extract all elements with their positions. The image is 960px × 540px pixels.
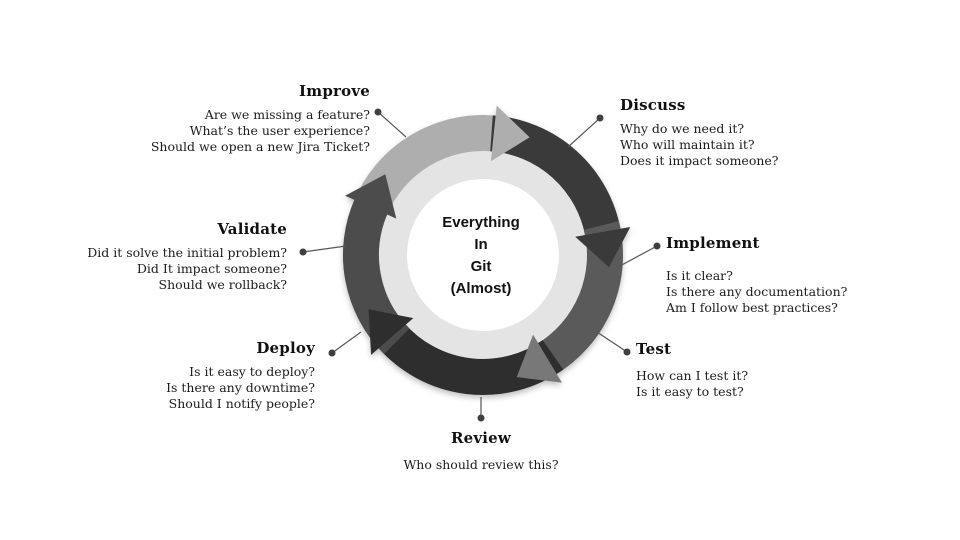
node-implement-title: Implement — [666, 234, 760, 252]
connector-dot-test — [623, 348, 631, 356]
connector-dot-validate — [299, 248, 307, 256]
review-arrow — [368, 309, 414, 355]
connector-discuss — [567, 117, 601, 148]
connector-dot-discuss — [596, 114, 604, 122]
node-deploy-question: Is it easy to deploy? — [189, 364, 315, 379]
node-deploy-question: Is there any downtime? — [166, 380, 315, 395]
improve-arrow — [490, 105, 530, 162]
node-deploy: Deploy Is it easy to deploy? Is there an… — [75, 339, 315, 412]
validate-arrow — [345, 174, 397, 219]
connectors — [299, 108, 661, 422]
connector-dot-review — [477, 414, 485, 422]
connector-improve — [377, 111, 407, 138]
node-improve-question: Should we open a new Jira Ticket? — [150, 139, 370, 154]
connector-implement — [617, 245, 658, 268]
connector-deploy — [331, 331, 362, 354]
center-title-line: Git — [470, 258, 492, 275]
discuss-arrow — [575, 227, 631, 268]
node-improve-question: What’s the user experience? — [189, 123, 370, 138]
cycle-ring — [343, 105, 631, 395]
node-test: Test How can I test it? Is it easy to te… — [636, 340, 856, 400]
connector-test — [596, 331, 628, 353]
center-disc — [407, 179, 559, 331]
node-implement-question: Am I follow best practices? — [666, 300, 838, 315]
node-discuss-question: Why do we need it? — [620, 121, 745, 136]
connector-dot-deploy — [328, 349, 336, 357]
node-discuss-title: Discuss — [620, 96, 686, 114]
center-title: Everything In Git (Almost) — [401, 212, 561, 300]
node-validate-question: Did It impact someone? — [136, 261, 287, 276]
connector-dot-implement — [653, 242, 661, 250]
node-deploy-title: Deploy — [256, 339, 315, 357]
node-review: Review Who should review this? — [381, 429, 581, 473]
connector-validate — [302, 245, 347, 253]
node-test-question: How can I test it? — [636, 368, 749, 383]
center-title-line: In — [474, 236, 488, 253]
node-implement-question: Is there any documentation? — [666, 284, 848, 299]
node-improve-title: Improve — [299, 82, 370, 100]
node-test-title: Test — [636, 340, 672, 358]
node-implement: Implement Is it clear? Is there any docu… — [666, 234, 916, 316]
center-title-line: (Almost) — [450, 280, 512, 297]
node-improve-question: Are we missing a feature? — [204, 107, 370, 122]
node-validate-question: Should we rollback? — [158, 277, 287, 292]
node-improve: Improve Are we missing a feature? What’s… — [90, 82, 370, 155]
node-test-question: Is it easy to test? — [636, 384, 744, 399]
connector-dot-improve — [374, 108, 382, 116]
node-review-title: Review — [450, 429, 512, 447]
node-discuss-question: Does it impact someone? — [620, 153, 779, 168]
node-validate-title: Validate — [217, 220, 287, 238]
node-implement-question: Is it clear? — [666, 268, 733, 283]
node-review-question: Who should review this? — [403, 457, 559, 472]
node-discuss: Discuss Why do we need it? Who will main… — [620, 96, 860, 169]
center-title-line: Everything — [442, 214, 520, 231]
node-discuss-question: Who will maintain it? — [620, 137, 755, 152]
node-deploy-question: Should I notify people? — [168, 396, 315, 411]
node-validate-question: Did it solve the initial problem? — [87, 245, 287, 260]
implement-arrow — [516, 334, 562, 383]
node-validate: Validate Did it solve the initial proble… — [27, 220, 287, 293]
